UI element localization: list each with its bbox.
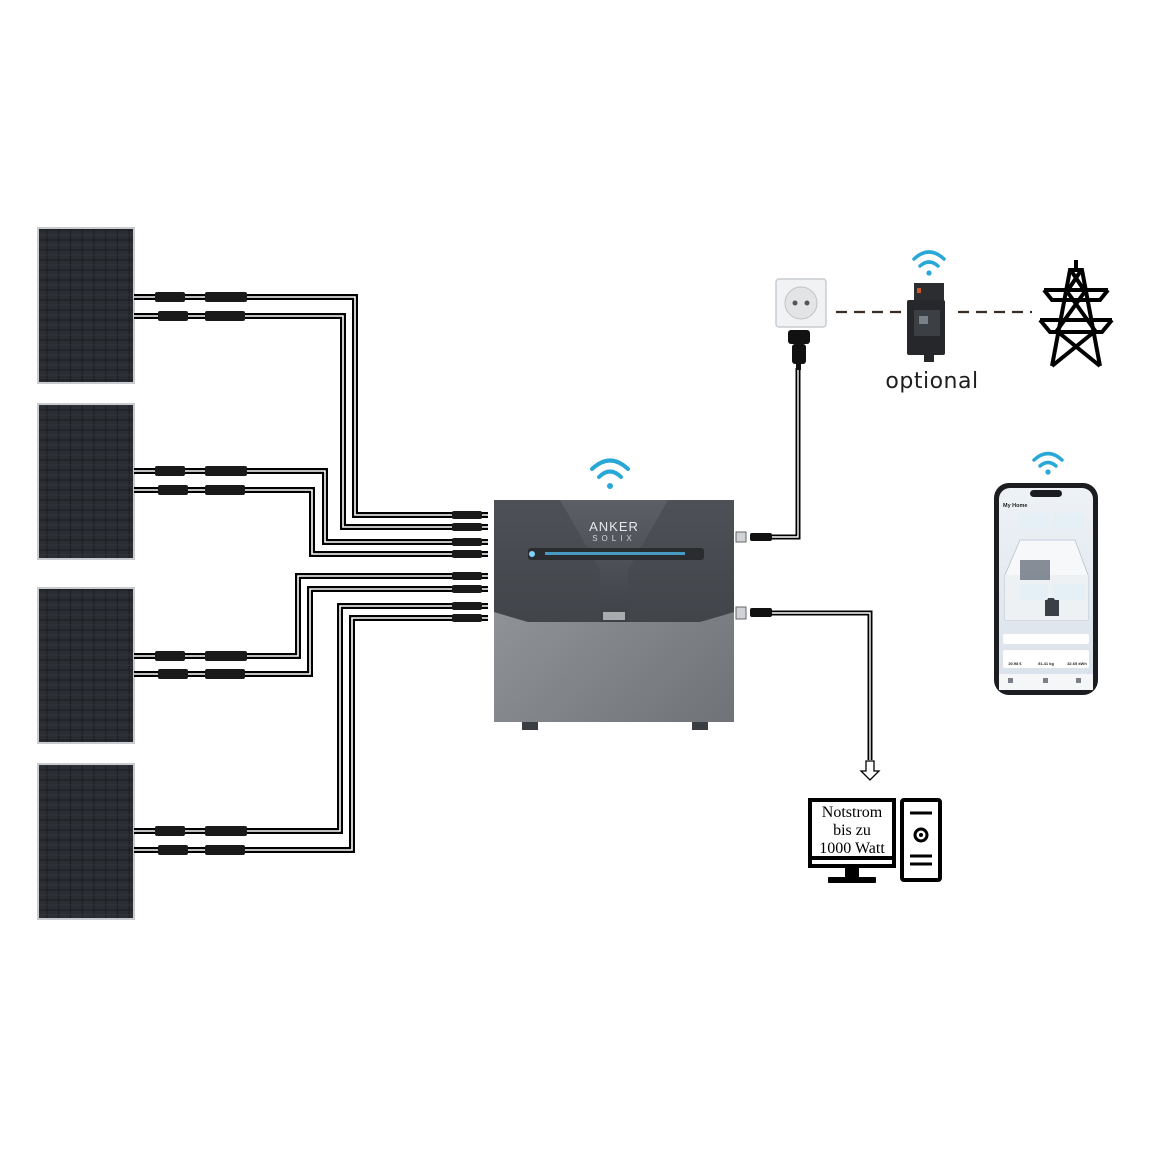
ac-connectors <box>735 531 772 620</box>
backup-label-line3: 1000 Watt <box>819 840 885 857</box>
wifi-icon <box>912 250 946 276</box>
ac-cable-grid <box>772 368 801 540</box>
pc-tower-icon <box>900 798 942 882</box>
solar-panel-icon <box>37 227 135 384</box>
smart-meter-icon <box>907 283 945 362</box>
mc4-connectors <box>155 292 482 855</box>
wifi-icon <box>1032 451 1064 475</box>
solar-panel-icon <box>37 763 135 920</box>
backup-label-line1: Notstrom <box>822 804 883 821</box>
ac-cable-backup <box>772 610 873 760</box>
phone-stat-energy: 32.65 kWh <box>1067 661 1087 666</box>
wifi-icon <box>590 458 630 489</box>
solar-panel-icon <box>37 587 135 744</box>
smartphone-icon: My Home 20.98 € 51.41 kg 32.65 kWh <box>994 483 1098 695</box>
power-pylon-icon <box>1038 260 1114 368</box>
power-plug-icon <box>788 330 810 370</box>
down-arrow-icon <box>859 760 881 781</box>
anker-solix-device: ANKER SOLIX <box>494 500 734 730</box>
optional-label: optional <box>885 369 978 394</box>
phone-stat-savings: 20.98 € <box>1008 661 1022 666</box>
dc-cables <box>134 294 488 853</box>
brand-anker: ANKER <box>589 519 639 534</box>
brand-solix: SOLIX <box>592 534 636 543</box>
backup-label-line2: bis zu <box>833 822 871 839</box>
computer-monitor-icon: Notstrom bis zu 1000 Watt <box>808 798 896 883</box>
solar-panel-icon <box>37 403 135 560</box>
wall-socket-icon <box>775 278 827 328</box>
phone-stat-co2: 51.41 kg <box>1038 661 1054 666</box>
phone-header: My Home <box>1003 503 1027 509</box>
